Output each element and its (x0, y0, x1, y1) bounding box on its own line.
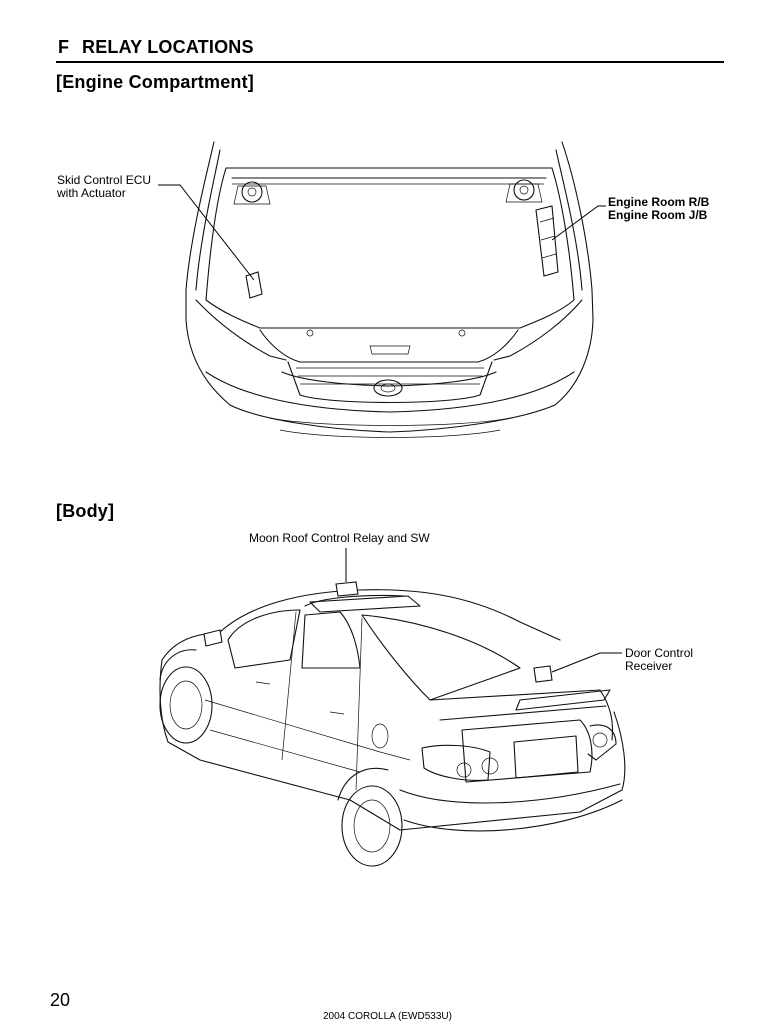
skid-control-label: Skid Control ECU (57, 173, 152, 187)
engine-room-jb-label: Engine Room J/B (608, 208, 708, 222)
title-rule (56, 61, 724, 63)
door-control-label: Door Control (625, 646, 694, 660)
engine-room-callout: Engine Room R/B Engine Room J/B (608, 196, 709, 222)
engine-room-leader (551, 205, 606, 241)
door-control-sublabel: Receiver (625, 659, 673, 673)
document-footer: 2004 COROLLA (EWD533U) (323, 1011, 452, 1022)
section-letter: F (58, 37, 70, 57)
door-control-callout: Door Control Receiver (625, 647, 693, 673)
engine-room-rb-label: Engine Room R/B (608, 195, 710, 209)
page-title: RELAY LOCATIONS (82, 37, 254, 57)
skid-control-callout: Skid Control ECU with Actuator (57, 174, 151, 200)
door-control-leader (551, 652, 622, 673)
moon-roof-callout: Moon Roof Control Relay and SW (249, 531, 430, 545)
body-heading: [Body] (56, 501, 115, 521)
page-number: 20 (50, 990, 71, 1010)
skid-control-leader (158, 184, 255, 281)
skid-control-sublabel: with Actuator (57, 186, 126, 200)
engine-compartment-heading: [Engine Compartment] (56, 72, 255, 92)
